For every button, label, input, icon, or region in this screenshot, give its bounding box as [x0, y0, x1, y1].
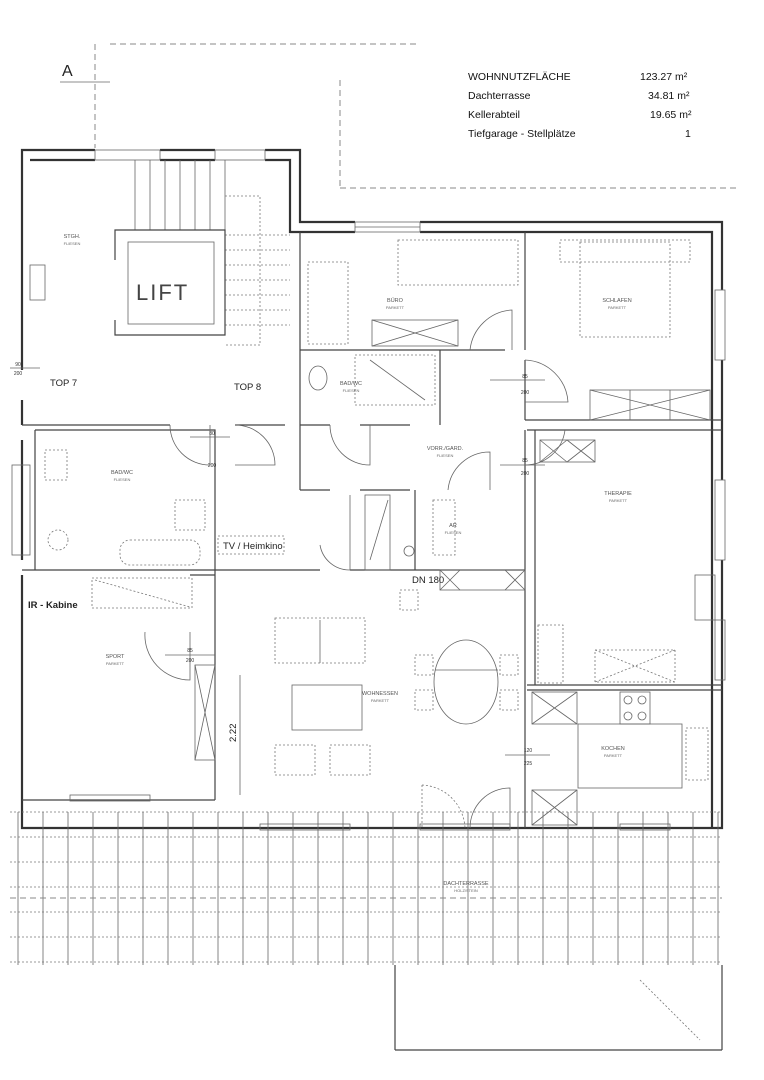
- svg-text:Tiefgarage - Stellplätze: Tiefgarage - Stellplätze: [468, 128, 576, 140]
- furniture: [44, 239, 711, 826]
- area-summary-table: WOHNNUTZFLÄCHE 123.27 m² Dachterrasse 34…: [468, 71, 692, 140]
- svg-text:85: 85: [522, 458, 528, 464]
- svg-text:SCHLAFEN: SCHLAFEN: [602, 298, 631, 304]
- svg-text:19.65 m²: 19.65 m²: [650, 109, 692, 121]
- svg-text:PARKETT: PARKETT: [106, 661, 125, 666]
- svg-text:VORR./GARD.: VORR./GARD.: [427, 446, 464, 452]
- svg-text:FLIESEN: FLIESEN: [64, 241, 81, 246]
- doors: [144, 309, 569, 829]
- room-label-stiege: STGH.: [64, 234, 81, 240]
- svg-text:PARKETT: PARKETT: [386, 305, 405, 310]
- svg-text:FLIESEN: FLIESEN: [114, 477, 131, 482]
- svg-text:123.27 m²: 123.27 m²: [640, 71, 688, 83]
- svg-text:HOLZ/STEIN: HOLZ/STEIN: [454, 888, 478, 893]
- svg-text:DN 180: DN 180: [412, 575, 444, 586]
- svg-text:2.22: 2.22: [228, 724, 239, 743]
- svg-text:Dachterrasse: Dachterrasse: [468, 90, 531, 102]
- svg-text:34.81 m²: 34.81 m²: [648, 90, 690, 102]
- svg-text:200: 200: [208, 463, 217, 469]
- svg-text:THERAPIE: THERAPIE: [604, 491, 632, 497]
- svg-text:PARKETT: PARKETT: [604, 753, 623, 758]
- staircase: [29, 160, 290, 346]
- svg-text:FLIESEN: FLIESEN: [343, 388, 360, 393]
- svg-text:FLIESEN: FLIESEN: [445, 530, 462, 535]
- svg-text:200: 200: [521, 471, 530, 477]
- svg-text:225: 225: [524, 761, 533, 767]
- terrace-grid: [10, 811, 722, 965]
- svg-text:TV / Heimkino: TV / Heimkino: [223, 541, 283, 552]
- svg-text:85: 85: [522, 374, 528, 380]
- svg-text:DACHTERRASSE: DACHTERRASSE: [443, 881, 489, 887]
- svg-text:1: 1: [685, 128, 691, 140]
- svg-text:PARKETT: PARKETT: [371, 698, 390, 703]
- room-labels: BÜRO PARKETT SCHLAFEN PARKETT BAD/WC FLI…: [106, 297, 633, 893]
- svg-text:PARKETT: PARKETT: [609, 498, 628, 503]
- svg-text:PARKETT: PARKETT: [608, 305, 627, 310]
- svg-text:AR: AR: [449, 523, 457, 529]
- lift-shaft: LIFT: [114, 229, 226, 336]
- svg-text:BÜRO: BÜRO: [387, 297, 404, 304]
- svg-text:FLIESEN: FLIESEN: [437, 453, 454, 458]
- svg-text:90: 90: [15, 362, 21, 368]
- svg-text:Kellerabteil: Kellerabteil: [468, 109, 520, 121]
- svg-text:120: 120: [524, 748, 533, 754]
- svg-text:SPORT: SPORT: [106, 654, 125, 660]
- unit-label-top7: TOP 7: [50, 378, 77, 389]
- section-mark: A: [60, 43, 740, 189]
- door-dimensions: 85 200 80 200 85 200 85 200 120 225 90 200: [10, 362, 550, 767]
- annotations: TV / Heimkino IR - Kabine DN 180 2.22: [28, 535, 444, 795]
- walls: [20, 148, 724, 830]
- svg-text:BAD/WC: BAD/WC: [111, 470, 133, 476]
- svg-text:200: 200: [521, 390, 530, 396]
- svg-text:WOHNESSEN: WOHNESSEN: [362, 691, 398, 697]
- windows: [11, 149, 726, 831]
- svg-text:200: 200: [14, 371, 23, 377]
- svg-text:200: 200: [186, 658, 195, 664]
- svg-text:IR - Kabine: IR - Kabine: [28, 600, 78, 611]
- svg-text:BAD/WC: BAD/WC: [340, 381, 362, 387]
- lower-terrace: [394, 965, 723, 1051]
- svg-text:85: 85: [187, 648, 193, 654]
- unit-label-top8: TOP 8: [234, 382, 261, 393]
- svg-text:LIFT: LIFT: [136, 280, 189, 305]
- svg-text:KOCHEN: KOCHEN: [601, 746, 625, 752]
- svg-text:WOHNNUTZFLÄCHE: WOHNNUTZFLÄCHE: [468, 71, 571, 83]
- svg-text:A: A: [62, 63, 73, 80]
- svg-text:80: 80: [209, 431, 215, 437]
